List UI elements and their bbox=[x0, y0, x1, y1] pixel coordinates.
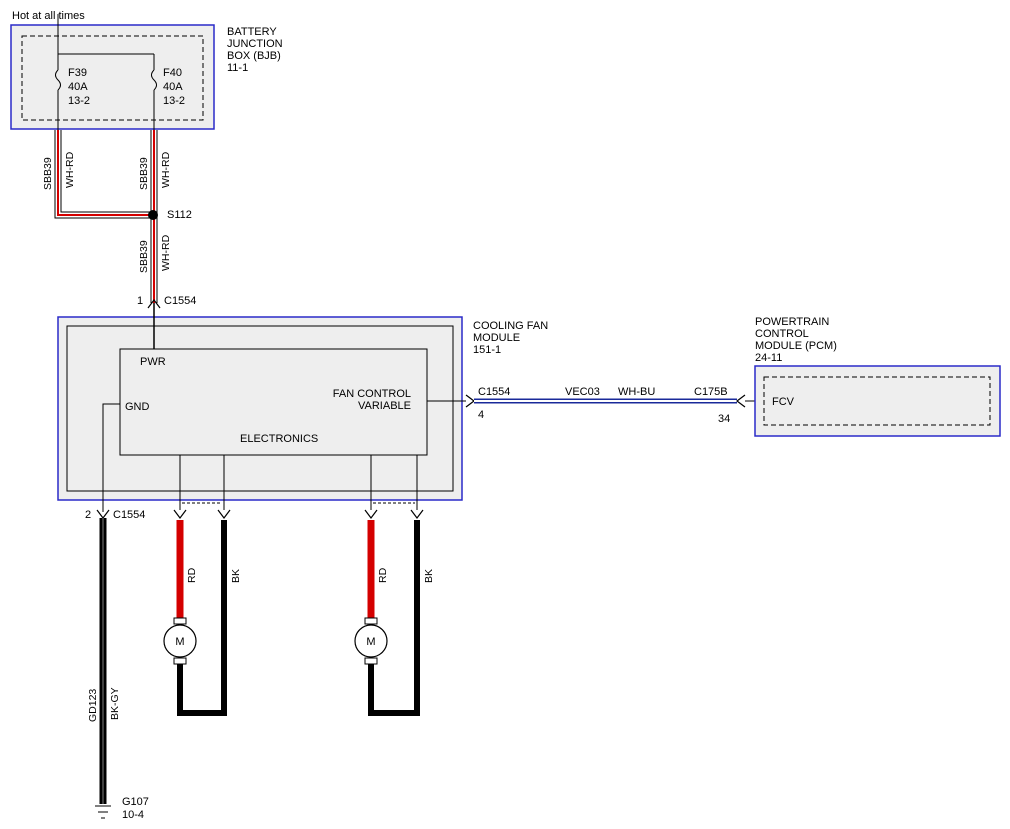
cfm-electronics-label: ELECTRONICS bbox=[240, 433, 318, 445]
connector-pin34-label: 34 bbox=[718, 413, 730, 425]
connector-c1554-pin1-symbol bbox=[147, 299, 161, 309]
wire-motor2-rd-label: RD bbox=[377, 567, 389, 583]
svg-text:24-11: 24-11 bbox=[755, 352, 782, 364]
svg-text:151-1: 151-1 bbox=[473, 344, 501, 356]
connector-pin4-label: 4 bbox=[478, 409, 484, 421]
wire-sbb39-left bbox=[54, 130, 153, 219]
motor1-symbol bbox=[163, 617, 197, 665]
wire-motor1-bk-label: BK bbox=[230, 569, 242, 583]
connector-c1554-sig-label: C1554 bbox=[478, 386, 510, 398]
cfm-pwr-label: PWR bbox=[140, 356, 166, 368]
connector-c1554-pin4-symbol bbox=[465, 394, 475, 408]
svg-text:13-2: 13-2 bbox=[163, 95, 185, 107]
wire-right-color-label: WH-RD bbox=[160, 151, 172, 188]
wire-gd123-color-label: BK-GY bbox=[109, 687, 121, 720]
connector-c175b-label: C175B bbox=[694, 386, 728, 398]
motor2-connector-symbols bbox=[364, 509, 424, 519]
svg-text:11-1: 11-1 bbox=[227, 62, 248, 74]
motor2-label: M bbox=[366, 636, 375, 648]
wire-lower-circuit-label: SBB39 bbox=[138, 240, 150, 273]
svg-text:MODULE (PCM): MODULE (PCM) bbox=[755, 340, 837, 352]
svg-text:BOX (BJB): BOX (BJB) bbox=[227, 50, 281, 62]
wire-motor2-bk-label: BK bbox=[423, 569, 435, 583]
wire-motor1-rd-label: RD bbox=[186, 567, 198, 583]
powertrain-control-module bbox=[754, 365, 1001, 437]
svg-text:CONTROL: CONTROL bbox=[755, 328, 809, 340]
ground-g107-symbol bbox=[95, 805, 111, 819]
cfm-title: COOLING FAN MODULE 151-1 bbox=[473, 320, 548, 356]
connector-c1554-gnd-label: C1554 bbox=[113, 509, 145, 521]
ground-g107-label: G107 bbox=[122, 796, 149, 808]
wire-right-circuit-label: SBB39 bbox=[138, 157, 150, 190]
cfm-variable-label: VARIABLE bbox=[358, 400, 411, 412]
pcm-fcv-label: FCV bbox=[772, 396, 795, 408]
wire-gd123-circuit-label: GD123 bbox=[87, 689, 99, 722]
svg-text:BATTERY: BATTERY bbox=[227, 26, 277, 38]
cfm-fan-control-label: FAN CONTROL bbox=[333, 388, 411, 400]
battery-junction-box bbox=[10, 24, 215, 130]
splice-s112-dot bbox=[148, 210, 158, 220]
connector-pin1-label: 1 bbox=[137, 295, 143, 307]
pcm-title: POWERTRAIN CONTROL MODULE (PCM) 24-11 bbox=[755, 316, 837, 364]
cfm-motor-leads bbox=[179, 455, 418, 510]
cfm-gnd-label: GND bbox=[125, 401, 150, 413]
svg-text:F39: F39 bbox=[68, 67, 87, 79]
svg-text:MODULE: MODULE bbox=[473, 332, 520, 344]
wire-vec03-color-label: WH-BU bbox=[618, 386, 655, 398]
connector-c1554-top-label: C1554 bbox=[164, 295, 196, 307]
ground-g107-page-label: 10-4 bbox=[122, 809, 144, 821]
wire-lower-color-label: WH-RD bbox=[160, 234, 172, 271]
svg-text:COOLING FAN: COOLING FAN bbox=[473, 320, 548, 332]
connector-pin2-label: 2 bbox=[85, 509, 91, 521]
svg-text:13-2: 13-2 bbox=[68, 95, 90, 107]
wire-vec03-circuit-label: VEC03 bbox=[565, 386, 600, 398]
bjb-internal-feed bbox=[55, 14, 157, 130]
wire-motor2-bk bbox=[368, 520, 420, 716]
hot-at-all-times-label: Hot at all times bbox=[12, 10, 85, 22]
svg-text:40A: 40A bbox=[68, 81, 88, 93]
bjb-title: BATTERY JUNCTION BOX (BJB) 11-1 bbox=[227, 26, 283, 74]
connector-c175b-pin34-symbol bbox=[736, 394, 746, 408]
cfm-gnd-lead bbox=[102, 403, 120, 512]
cooling-fan-module bbox=[57, 316, 463, 501]
fuse-f40-label: F40 40A 13-2 bbox=[163, 67, 185, 107]
fuse-f39-label: F39 40A 13-2 bbox=[68, 67, 90, 107]
svg-text:JUNCTION: JUNCTION bbox=[227, 38, 283, 50]
splice-s112-label: S112 bbox=[167, 209, 192, 221]
svg-text:F40: F40 bbox=[163, 67, 182, 79]
motor2-symbol bbox=[354, 617, 388, 665]
wire-left-circuit-label: SBB39 bbox=[42, 157, 54, 190]
wire-left-color-label: WH-RD bbox=[64, 151, 76, 188]
svg-text:40A: 40A bbox=[163, 81, 183, 93]
wire-motor1-bk bbox=[177, 520, 227, 716]
svg-text:POWERTRAIN: POWERTRAIN bbox=[755, 316, 829, 328]
motor1-label: M bbox=[175, 636, 184, 648]
motor1-connector-symbols bbox=[173, 509, 231, 519]
